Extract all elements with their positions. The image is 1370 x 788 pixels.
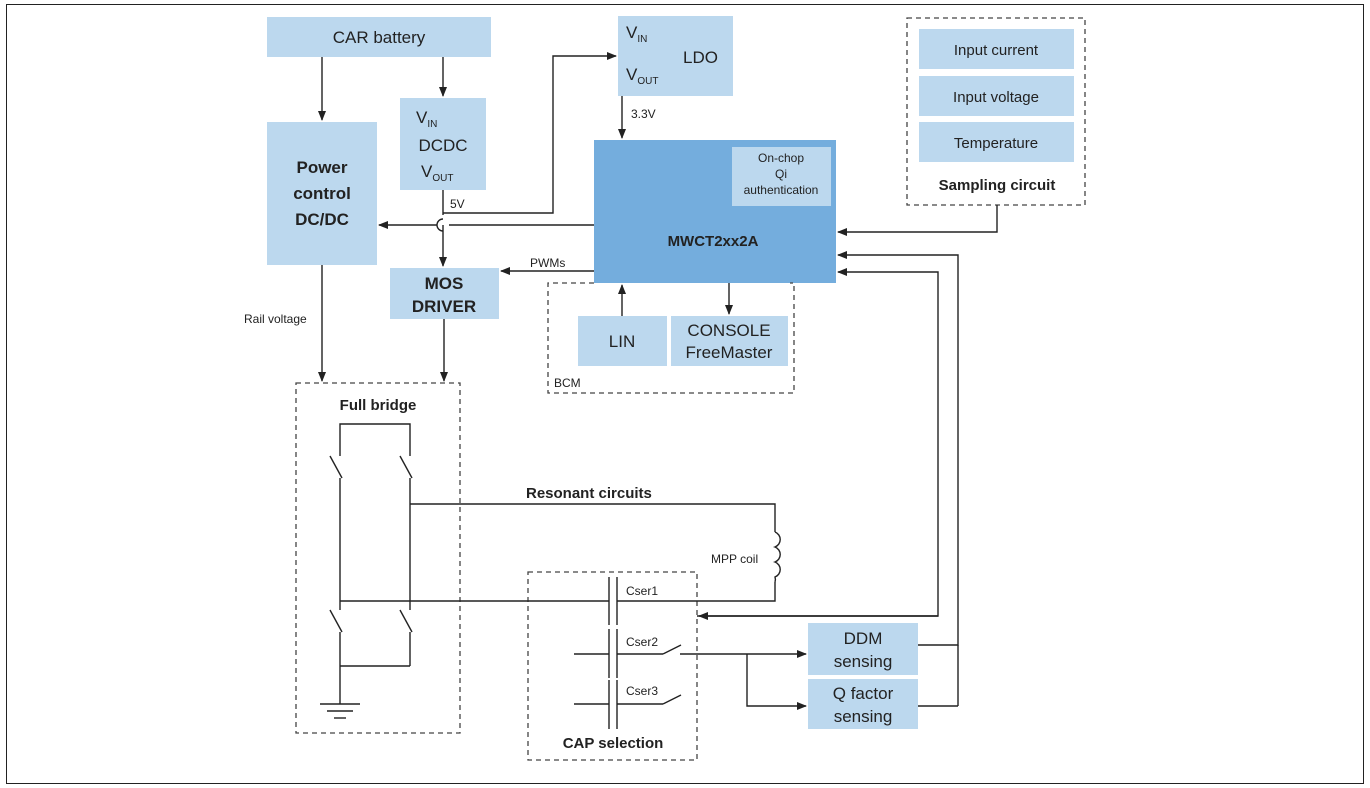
- ldo-label: LDO: [683, 48, 718, 67]
- sampling-item-input-current: Input current: [954, 42, 1039, 59]
- connections: [318, 52, 998, 710]
- qi-auth-line1: On-chop: [758, 151, 804, 165]
- dcdc-label: DCDC: [418, 136, 467, 155]
- full-bridge-group: Full bridge: [295, 382, 461, 734]
- console-line1: CONSOLE: [687, 321, 770, 340]
- ldo-vin: V: [626, 23, 638, 42]
- lin-label: LIN: [609, 332, 635, 351]
- svg-text:VOUT: VOUT: [626, 65, 658, 87]
- bcm-label: BCM: [554, 376, 581, 390]
- qfactor-line2: sensing: [834, 707, 893, 726]
- diagram-frame: [6, 4, 1364, 784]
- sampling-item-temperature: Temperature: [954, 135, 1038, 152]
- dcdc-vin-sub: IN: [427, 119, 437, 130]
- ddm-line2: sensing: [834, 652, 893, 671]
- ddm-sensing-block: DDM sensing: [808, 623, 918, 675]
- power-control-block: Power control DC/DC: [267, 122, 377, 265]
- ddm-line1: DDM: [844, 629, 883, 648]
- qi-auth-line3: authentication: [744, 183, 819, 197]
- lin-block: LIN: [578, 316, 667, 366]
- car-battery-block: CAR battery: [267, 17, 491, 57]
- full-bridge-circuit: [320, 423, 413, 719]
- mos-driver-line1: MOS: [425, 274, 464, 293]
- sampling-title: Sampling circuit: [939, 177, 1056, 194]
- dcdc-block: VIN DCDC VOUT: [400, 98, 486, 190]
- label-cser3: Cser3: [626, 684, 658, 698]
- svg-text:VOUT: VOUT: [421, 162, 453, 184]
- ldo-vin-sub: IN: [637, 34, 647, 45]
- qi-auth-line2: Qi: [775, 167, 787, 181]
- mcu-label: MWCT2xx2A: [668, 233, 759, 250]
- console-block: CONSOLE FreeMaster: [671, 316, 788, 366]
- label-cser2: Cser2: [626, 635, 658, 649]
- svg-text:VIN: VIN: [626, 23, 647, 45]
- label-resonant: Resonant circuits: [526, 485, 652, 502]
- power-control-line3: DC/DC: [295, 210, 349, 229]
- qfactor-sensing-block: Q factor sensing: [808, 679, 918, 729]
- full-bridge-label: Full bridge: [340, 397, 417, 414]
- resonant-circuit: [340, 503, 781, 729]
- power-control-line1: Power: [296, 158, 347, 177]
- cap-selection-group: CAP selection: [527, 571, 698, 761]
- mos-driver-block: MOS DRIVER: [390, 268, 499, 319]
- car-battery-label: CAR battery: [333, 28, 426, 47]
- ldo-vout: V: [626, 65, 638, 84]
- cap-selection-label: CAP selection: [563, 735, 664, 752]
- label-3v3: 3.3V: [631, 107, 656, 121]
- dcdc-vout: V: [421, 162, 433, 181]
- label-pwms: PWMs: [530, 256, 565, 270]
- label-5v: 5V: [450, 197, 465, 211]
- dcdc-vout-sub: OUT: [432, 173, 453, 184]
- label-cser1: Cser1: [626, 584, 658, 598]
- qfactor-line1: Q factor: [833, 684, 894, 703]
- ldo-vout-sub: OUT: [637, 76, 658, 87]
- coil-icon: [772, 531, 781, 583]
- ldo-block: VIN LDO VOUT: [618, 16, 733, 96]
- svg-text:VIN: VIN: [416, 108, 437, 130]
- sampling-item-input-voltage: Input voltage: [953, 89, 1039, 106]
- label-mpp-coil: MPP coil: [711, 552, 758, 566]
- label-rail-voltage: Rail voltage: [244, 312, 307, 326]
- mos-driver-line2: DRIVER: [412, 297, 476, 316]
- dcdc-vin: V: [416, 108, 428, 127]
- console-line2: FreeMaster: [686, 343, 773, 362]
- bcm-group: BCM: [547, 282, 795, 394]
- sampling-circuit: Input current Input voltage Temperature …: [906, 17, 1086, 206]
- mcu-block: On-chop Qi authentication MWCT2xx2A: [594, 140, 836, 283]
- power-control-line2: control: [293, 184, 351, 203]
